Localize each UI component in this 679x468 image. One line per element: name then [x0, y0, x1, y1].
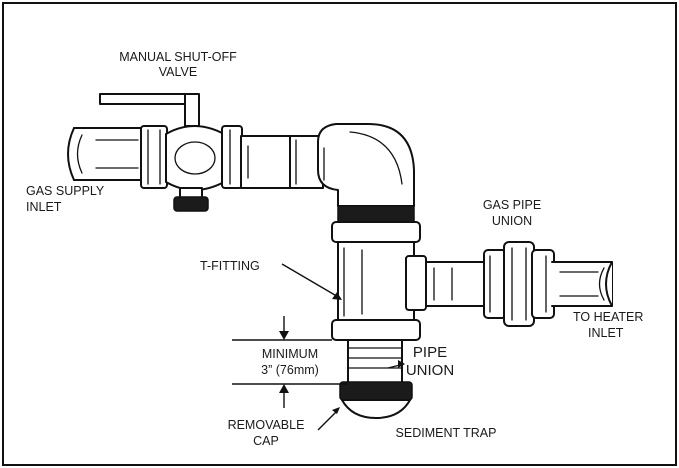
- label-pipe-union-line2: UNION: [406, 362, 454, 379]
- label-cap-line1: REMOVABLE: [228, 418, 305, 432]
- label-gas-supply-line2: INLET: [26, 200, 62, 214]
- sediment-trap: [347, 339, 403, 385]
- label-cap-line2: CAP: [253, 434, 279, 448]
- leader-lines: [281, 263, 405, 431]
- removable-cap: [339, 381, 413, 419]
- t-fitting: [331, 221, 427, 341]
- label-gas-union-line2: UNION: [492, 214, 532, 228]
- vertical-nipple: [337, 205, 415, 223]
- heater-outlet-pipe: [551, 261, 613, 307]
- label-gas-union-line1: GAS PIPE: [483, 198, 541, 212]
- gas-pipe-union: [483, 241, 555, 327]
- label-shutoff-line2: VALVE: [159, 65, 197, 79]
- manual-shutoff-valve: [99, 93, 243, 212]
- heater-pipe: [425, 261, 487, 307]
- gas-supply-pipe: [67, 127, 145, 181]
- minimum-dimension: [232, 316, 348, 408]
- label-t-fitting: T-FITTING: [200, 259, 260, 273]
- label-minimum-line1: MINIMUM: [262, 347, 318, 361]
- label-pipe-union-line1: PIPE: [413, 344, 447, 361]
- label-heater-line2: INLET: [588, 326, 624, 340]
- elbow-fitting: [317, 123, 415, 207]
- label-minimum-line2: 3” (76mm): [261, 363, 319, 377]
- label-heater-line1: TO HEATER: [573, 310, 643, 324]
- upper-pipe: [240, 135, 324, 189]
- label-gas-supply-line1: GAS SUPPLY: [26, 184, 105, 198]
- label-shutoff-line1: MANUAL SHUT-OFF: [119, 50, 237, 64]
- label-sediment-trap: SEDIMENT TRAP: [396, 426, 497, 440]
